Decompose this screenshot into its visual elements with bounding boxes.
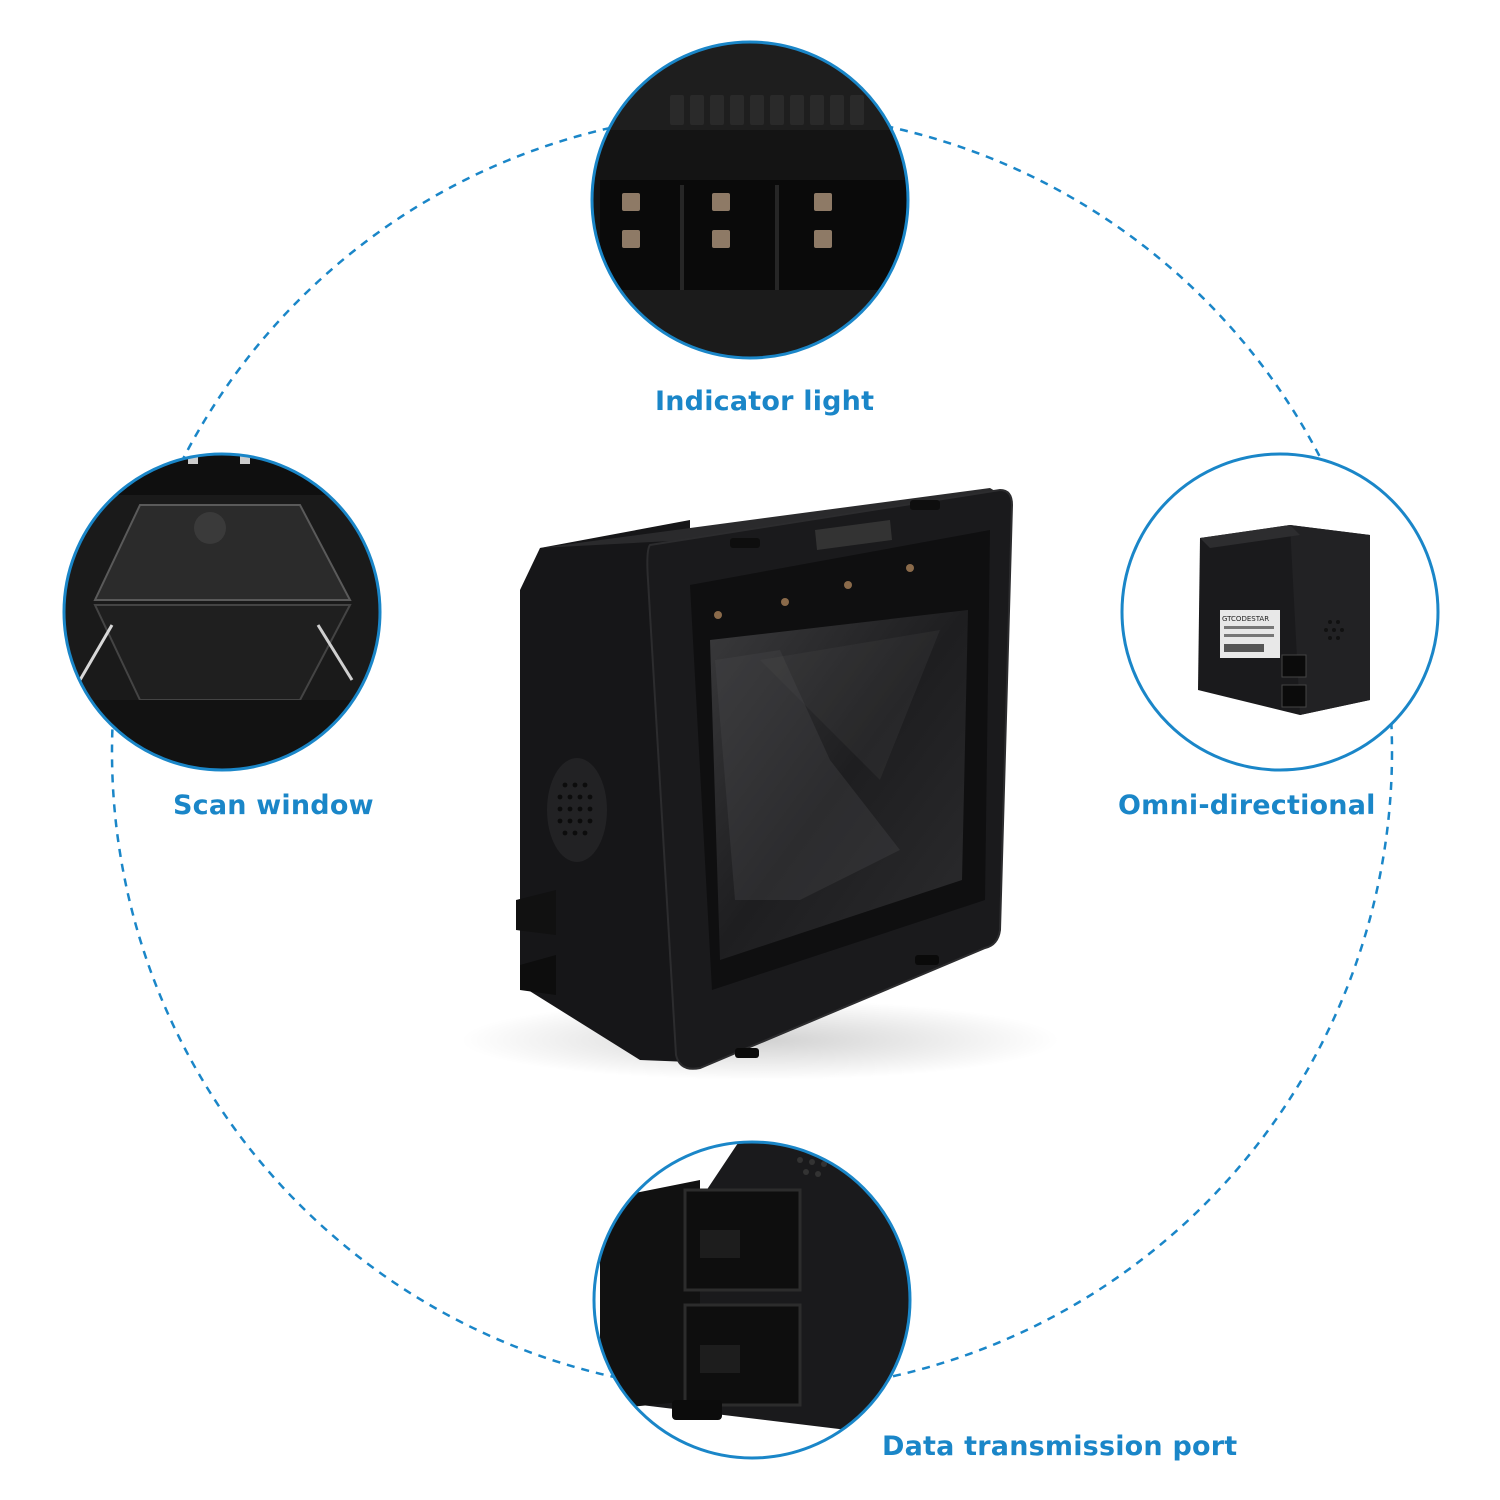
- scanner-device: [460, 488, 1060, 1080]
- indicator-light-label: Indicator light: [655, 386, 875, 417]
- data-port-detail: [592, 1140, 912, 1460]
- omni-directional-detail: GTCODESTAR: [1120, 452, 1440, 772]
- data-transmission-port-label: Data transmission port: [882, 1431, 1238, 1462]
- scan-window-label: Scan window: [173, 790, 374, 821]
- omni-directional-label: Omni-directional: [1118, 790, 1376, 821]
- scan-window-detail: [62, 452, 382, 772]
- indicator-light-detail: [590, 40, 910, 360]
- product-label-text: GTCODESTAR: [1222, 615, 1269, 623]
